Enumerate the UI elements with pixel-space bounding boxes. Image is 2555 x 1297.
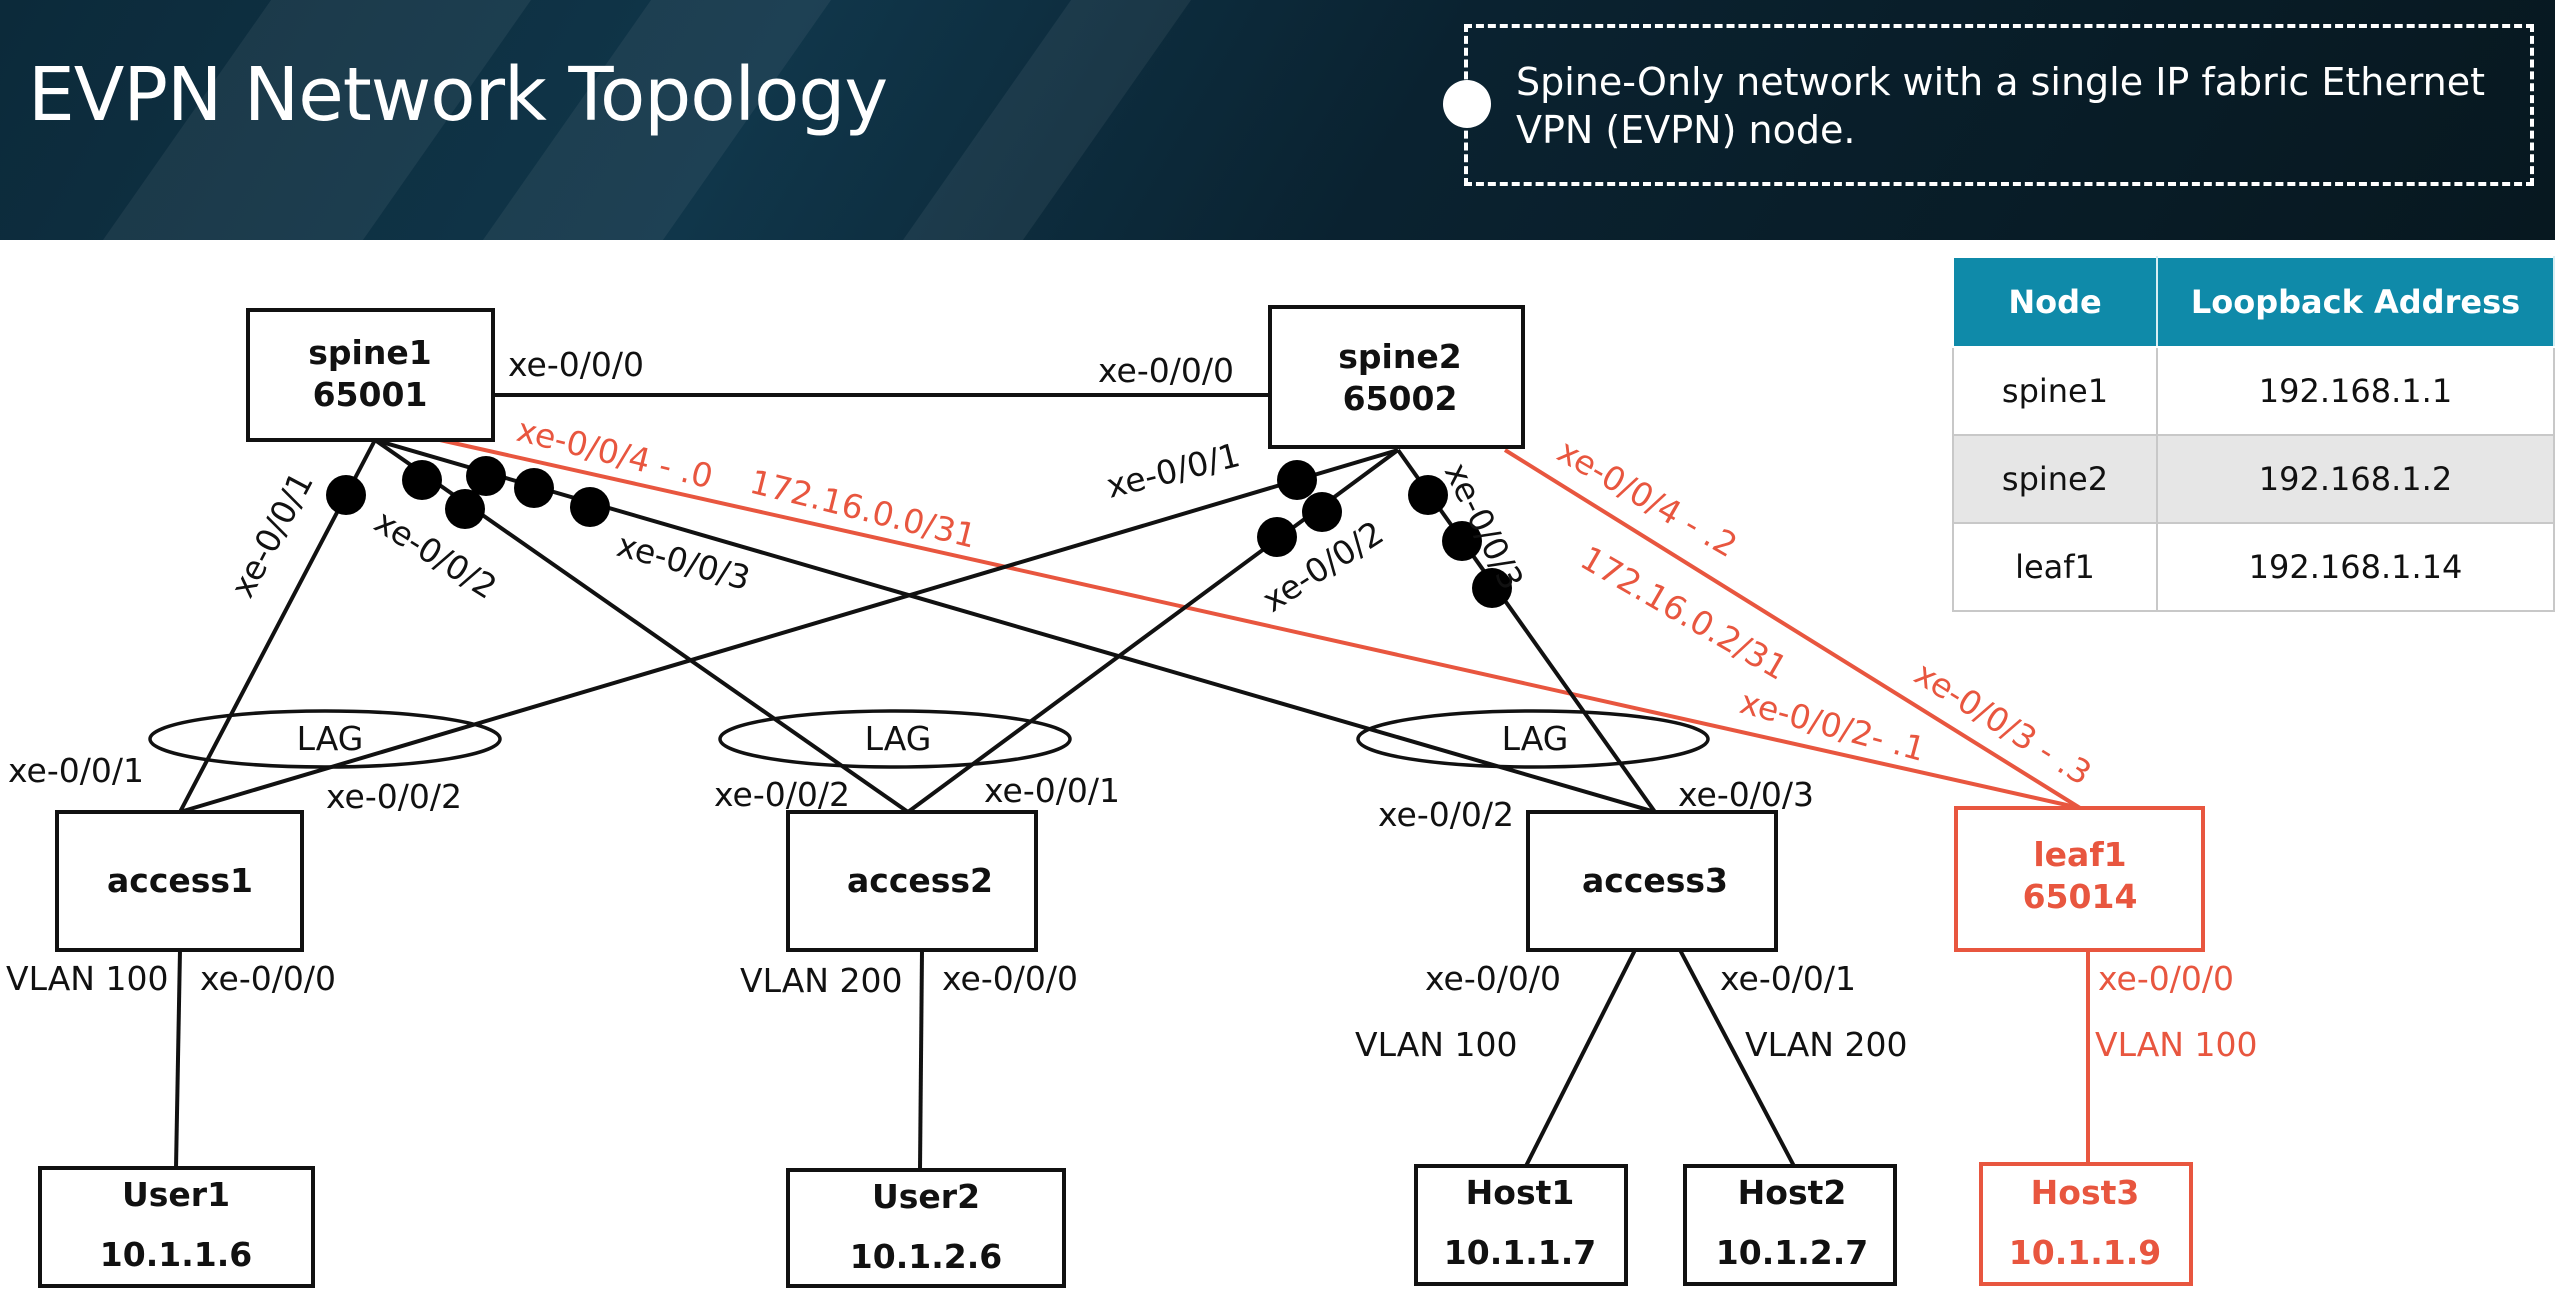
lag-ellipse-access2 — [718, 709, 1072, 769]
callout-text: Spine-Only network with a single IP fabr… — [1516, 60, 2486, 152]
node-host2-name: Host2 — [1738, 1173, 1847, 1212]
node-host3 — [1979, 1162, 2193, 1286]
port-label: xe-0/0/2 — [714, 775, 850, 814]
table-cell-loopback: 192.168.1.14 — [2156, 522, 2555, 612]
node-host3-name: Host3 — [2031, 1173, 2140, 1212]
table-cell-loopback: 192.168.1.1 — [2156, 346, 2555, 436]
page-title: EVPN Network Topology — [28, 52, 888, 138]
node-spine1-asn: 65001 — [313, 375, 428, 414]
port-label: xe-0/0/2 — [326, 777, 462, 816]
vlan-label: VLAN 100 — [1355, 1025, 1517, 1064]
lag-label: LAG — [297, 719, 364, 758]
link-dot-icon — [1442, 521, 1482, 561]
vlan-label: VLAN 100 — [6, 959, 168, 998]
header-banner: EVPN Network Topology Spine-Only network… — [0, 0, 2555, 240]
port-label: xe-0/0/3 — [613, 525, 754, 598]
link-dot-icon — [1408, 475, 1448, 515]
node-spine2-name: spine2 — [1338, 337, 1461, 376]
node-spine1-name: spine1 — [308, 333, 431, 372]
node-host1-name: Host1 — [1466, 1173, 1575, 1212]
port-label: xe-0/0/0 — [1098, 351, 1234, 390]
link-dot-icon — [1302, 492, 1342, 532]
node-spine2 — [1268, 305, 1525, 449]
table-header-row: Node Loopback Address — [1952, 256, 2555, 348]
port-label: xe-0/0/1 — [984, 771, 1120, 810]
node-host1 — [1414, 1164, 1628, 1286]
port-label: xe-0/0/1 — [223, 465, 321, 603]
port-label: xe-0/0/2 — [1378, 795, 1514, 834]
lag-label: LAG — [865, 719, 932, 758]
loopback-table: Node Loopback Address spine1 192.168.1.1… — [1952, 256, 2555, 612]
port-label: xe-0/0/0 — [2098, 959, 2234, 998]
node-host2-ip: 10.1.2.7 — [1716, 1233, 1868, 1272]
link-dot-icon — [326, 475, 366, 515]
link-spine1-leaf1 — [439, 438, 2081, 810]
node-access2-name: access2 — [847, 861, 993, 900]
link-access3-host1 — [1523, 949, 1637, 1169]
table-row: spine1 192.168.1.1 — [1952, 346, 2555, 436]
node-access1 — [55, 810, 304, 952]
table-cell-node: spine2 — [1952, 434, 2158, 524]
node-leaf1-name: leaf1 — [2033, 835, 2126, 874]
vlan-label: VLAN 100 — [2095, 1025, 2257, 1064]
node-access3 — [1526, 810, 1778, 952]
link-access2-user2 — [918, 949, 924, 1171]
port-label: xe-0/0/0 — [942, 959, 1078, 998]
port-label: xe-0/0/3 - .3 — [1908, 654, 2099, 793]
node-user2-ip: 10.1.2.6 — [850, 1237, 1002, 1276]
table-header-loopback: Loopback Address — [2156, 256, 2555, 348]
link-dot-icon — [1257, 517, 1297, 557]
port-label: xe-0/0/1 — [1103, 435, 1244, 506]
link-dot-icon — [514, 468, 554, 508]
node-leaf1 — [1954, 806, 2205, 952]
node-access2 — [786, 810, 1038, 952]
link-access1-user1 — [174, 949, 182, 1169]
lag-ellipse-access3 — [1356, 709, 1710, 769]
node-user2-name: User2 — [872, 1177, 980, 1216]
link-dot-icon — [402, 460, 442, 500]
link-dot-icon — [466, 456, 506, 496]
table-header-node: Node — [1952, 256, 2158, 348]
node-host3-ip: 10.1.1.9 — [2009, 1233, 2161, 1272]
link-spine2-access1 — [179, 448, 1399, 814]
port-label: xe-0/0/0 — [200, 959, 336, 998]
table-row: leaf1 192.168.1.14 — [1952, 522, 2555, 612]
lag-label: LAG — [1502, 719, 1569, 758]
port-label: xe-0/0/1 — [1720, 959, 1856, 998]
table-cell-node: spine1 — [1952, 346, 2158, 436]
table-cell-node: leaf1 — [1952, 522, 2158, 612]
subnet-label: 172.16.0.0/31 — [746, 462, 980, 556]
bullet-icon — [1443, 80, 1491, 128]
node-user1-ip: 10.1.1.6 — [100, 1235, 252, 1274]
link-dot-icon — [1472, 568, 1512, 608]
port-label: xe-0/0/0 — [1425, 959, 1561, 998]
vlan-label: VLAN 200 — [740, 961, 902, 1000]
node-spine2-asn: 65002 — [1343, 379, 1458, 418]
node-access1-name: access1 — [107, 861, 253, 900]
node-leaf1-asn: 65014 — [2023, 877, 2138, 916]
node-access3-name: access3 — [1582, 861, 1728, 900]
link-dot-icon — [445, 489, 485, 529]
node-user2 — [786, 1168, 1066, 1288]
table-row: spine2 192.168.1.2 — [1952, 434, 2555, 524]
link-dot-icon — [1277, 460, 1317, 500]
table-cell-loopback: 192.168.1.2 — [2156, 434, 2555, 524]
node-user1 — [38, 1166, 315, 1288]
node-spine1 — [246, 308, 495, 442]
port-label: xe-0/0/1 — [8, 751, 144, 790]
vlan-label: VLAN 200 — [1745, 1025, 1907, 1064]
node-user1-name: User1 — [122, 1175, 230, 1214]
node-host2 — [1683, 1164, 1897, 1286]
node-host1-ip: 10.1.1.7 — [1444, 1233, 1596, 1272]
port-label: xe-0/0/0 — [508, 345, 644, 384]
link-access3-host2 — [1678, 949, 1797, 1169]
link-spine2-leaf1 — [1503, 448, 2082, 810]
link-dot-icon — [570, 487, 610, 527]
port-label: xe-0/0/3 — [1678, 775, 1814, 814]
